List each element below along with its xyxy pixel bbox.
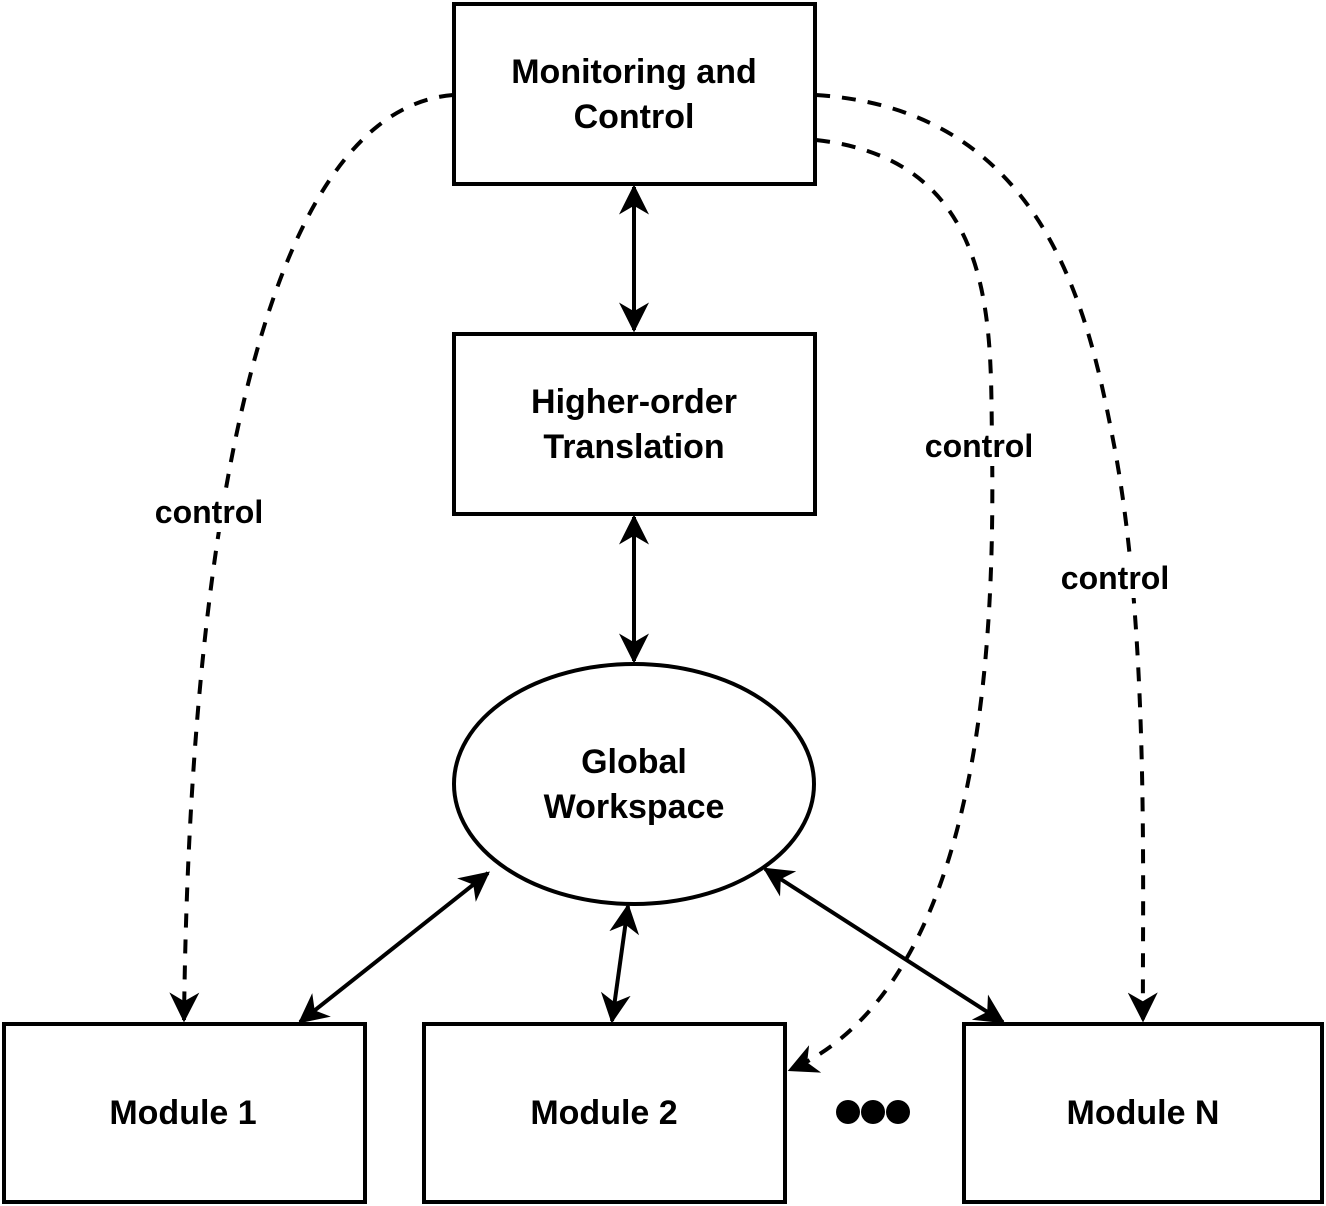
monitoring-control-node: Monitoring and Control bbox=[452, 2, 817, 186]
control-edge-to-module-2 bbox=[787, 138, 995, 1073]
higher-order-translation-node: Higher-order Translation bbox=[452, 332, 817, 516]
control-label-middle: control bbox=[925, 428, 1033, 464]
ellipsis-dot bbox=[836, 1100, 860, 1124]
control-edge-to-module-n bbox=[815, 93, 1158, 1023]
translation-line2: Translation bbox=[543, 428, 724, 466]
module-n-node: Module N bbox=[962, 1022, 1324, 1204]
ellipsis-dot bbox=[886, 1100, 910, 1124]
edge-workspace-module-n bbox=[762, 867, 1006, 1024]
workspace-line2: Workspace bbox=[544, 788, 725, 826]
translation-line1: Higher-order bbox=[531, 383, 737, 421]
module-1-label: Module 1 bbox=[109, 1094, 256, 1132]
monitoring-control-line2: Control bbox=[574, 98, 695, 136]
ellipsis-dots bbox=[836, 1100, 910, 1124]
control-edge-to-module-1 bbox=[169, 93, 454, 1023]
edge-workspace-module-1 bbox=[298, 871, 490, 1024]
module-n-label: Module N bbox=[1067, 1094, 1220, 1132]
monitoring-control-line1: Monitoring and bbox=[511, 53, 757, 91]
edge-workspace-module-2 bbox=[600, 903, 640, 1024]
control-label-left: control bbox=[155, 494, 263, 530]
module-2-node: Module 2 bbox=[422, 1022, 787, 1204]
global-workspace-node: Global Workspace bbox=[452, 662, 816, 906]
ellipsis-dot bbox=[861, 1100, 885, 1124]
control-label-right-group: control bbox=[1050, 558, 1180, 598]
module-1-node: Module 1 bbox=[2, 1022, 367, 1204]
control-label-left-group: control bbox=[144, 492, 274, 532]
module-2-label: Module 2 bbox=[530, 1094, 677, 1132]
control-label-middle-group: control bbox=[914, 426, 1044, 466]
workspace-line1: Global bbox=[581, 743, 687, 781]
control-label-right: control bbox=[1061, 560, 1169, 596]
